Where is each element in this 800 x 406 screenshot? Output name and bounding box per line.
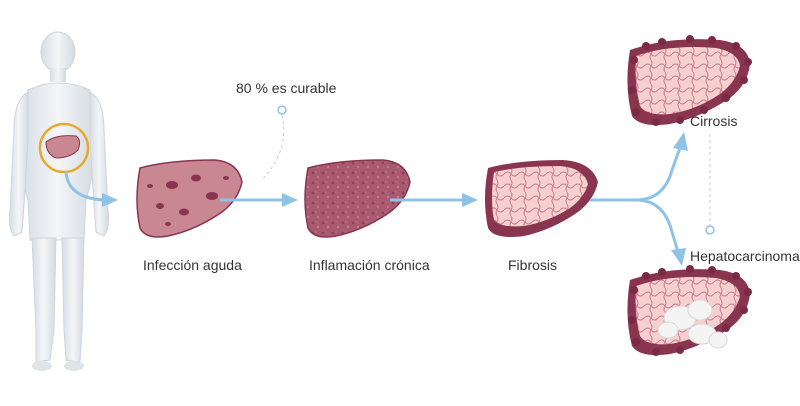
curable-note-pin	[277, 105, 287, 115]
stage2-label: Inflamación crónica	[309, 257, 430, 273]
outcome2-label: Hepatocarcinoma	[690, 248, 800, 264]
curable-note-label: 80 % es curable	[236, 80, 337, 96]
liver-stage2-chronic	[304, 159, 411, 238]
curable-note-leader	[261, 114, 285, 181]
arrow-to-hepatocarcinoma	[635, 198, 680, 253]
arrowhead-stage1	[102, 193, 118, 207]
liver-stage1-acute	[136, 159, 243, 238]
highlight-ring	[38, 122, 90, 174]
arrowhead-stage3	[462, 193, 478, 207]
arrow-to-cirrosis	[590, 147, 682, 202]
arrowhead-hepatocarcinoma	[671, 248, 686, 266]
liver-stage3-fibrosis	[485, 160, 598, 237]
liver-highlight	[38, 122, 90, 174]
stage1-label: Infección aguda	[143, 257, 242, 273]
liver-hepatocarcinoma	[627, 265, 752, 356]
tumor-mass	[657, 299, 728, 349]
outcome-pin	[705, 225, 715, 235]
liver-cirrosis	[627, 35, 752, 126]
outcome1-label: Cirrosis	[690, 113, 738, 129]
arrowhead-stage2	[282, 193, 298, 207]
arrow-body-to-stage1	[64, 171, 105, 202]
human-body-figure	[9, 31, 109, 371]
stage3-label: Fibrosis	[508, 257, 558, 273]
body-liver-icon	[45, 135, 81, 159]
arrowhead-cirrosis	[673, 132, 688, 151]
